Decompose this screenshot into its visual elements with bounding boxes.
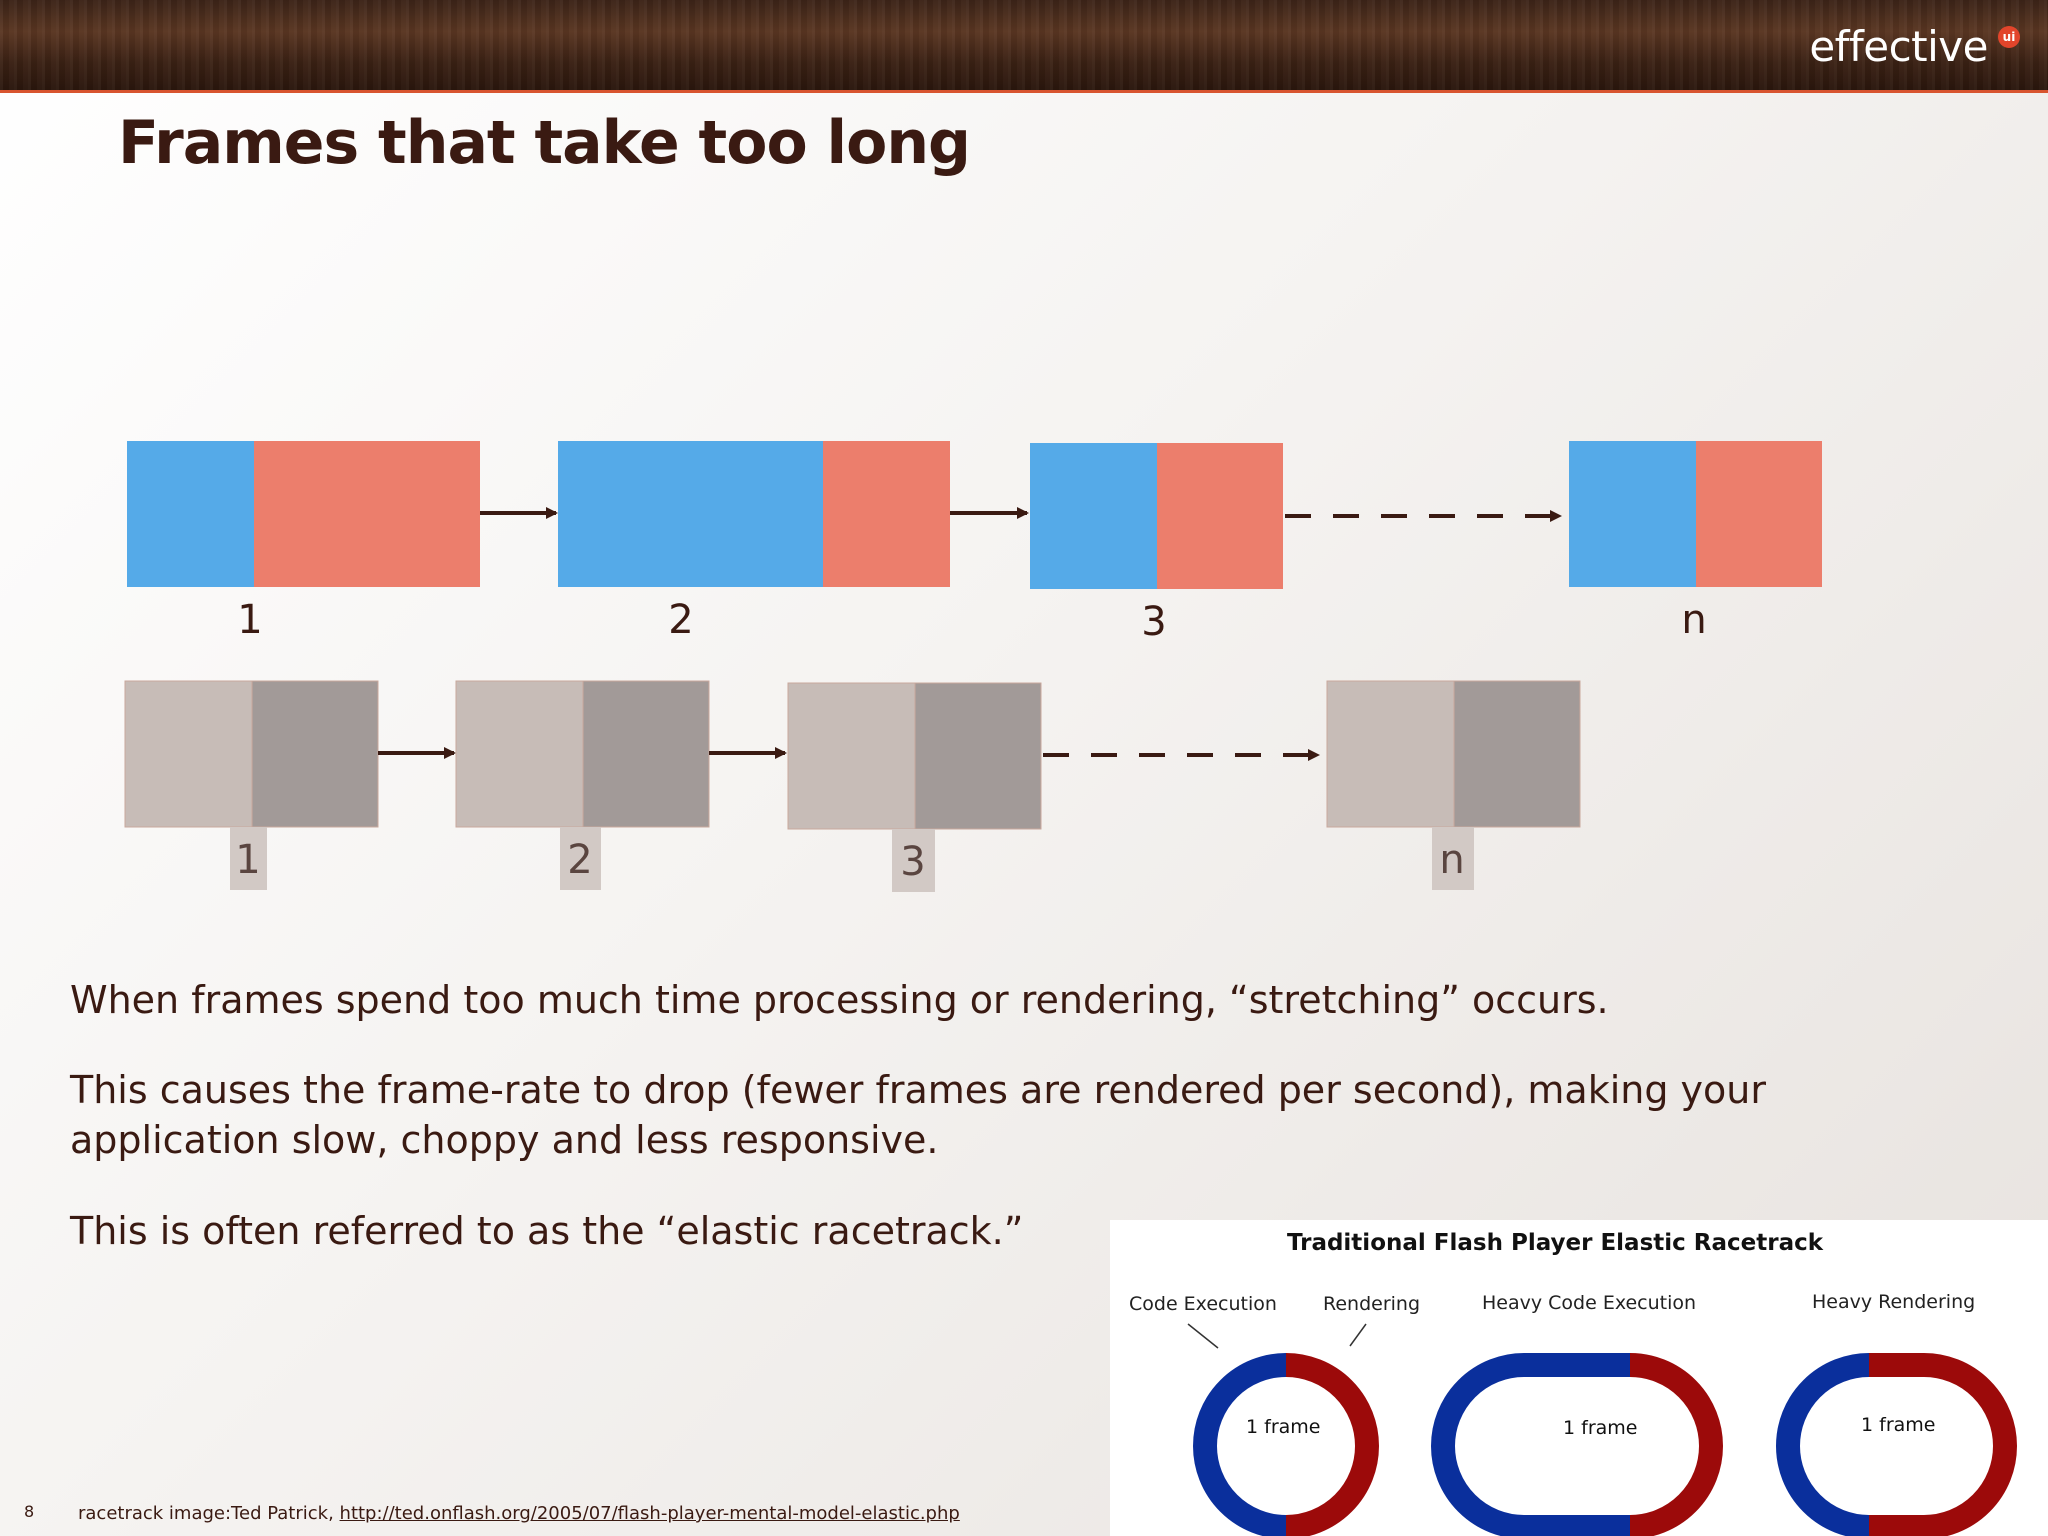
- pointer-code-line: [1187, 1323, 1219, 1349]
- frame3-code-block: [1030, 443, 1157, 589]
- track2-render-section: [1629, 1353, 1723, 1536]
- ideal-label-3-bg: [892, 829, 935, 892]
- track1-frame-label: 1 frame: [1246, 1416, 1321, 1438]
- ideal-frame3-render-block: [914, 682, 1042, 830]
- ideal-frame1-render-block: [251, 680, 379, 828]
- racetrack-image: Traditional Flash Player Elastic Racetra…: [1110, 1220, 2048, 1536]
- top-label-1: 1: [237, 597, 262, 643]
- ideal-label-2-bg: [560, 827, 601, 890]
- racetrack-drawing: [1187, 1323, 2017, 1536]
- ideal-label-1-bg: [230, 827, 267, 890]
- track3-frame-label: 1 frame: [1861, 1414, 1936, 1436]
- label-rendering: Rendering: [1323, 1293, 1421, 1315]
- label-heavy-code-execution: Heavy Code Execution: [1482, 1292, 1697, 1314]
- racetrack-title: Traditional Flash Player Elastic Racetra…: [1286, 1230, 1824, 1256]
- slide-title: Frames that take too long: [118, 108, 971, 178]
- track1-code-half: [1193, 1353, 1287, 1536]
- bottom-label-3: 3: [900, 839, 925, 885]
- top-label-3: 3: [1141, 599, 1166, 645]
- track1-render-half: [1285, 1353, 1379, 1536]
- bottom-label-2: 2: [567, 837, 592, 883]
- track3-render-section: [1869, 1353, 2017, 1536]
- frame1-render-block: [254, 441, 480, 587]
- ideal-frame2-code-block: [455, 680, 584, 828]
- framen-render-block: [1696, 441, 1822, 587]
- bottom-label-1: 1: [235, 837, 260, 883]
- top-label-n: n: [1681, 597, 1706, 643]
- slide-number: 8: [24, 1502, 35, 1521]
- frame3-render-block: [1157, 443, 1283, 589]
- header-bar: effective ui: [0, 0, 2048, 93]
- framen-code-block: [1569, 441, 1696, 587]
- label-code-execution: Code Execution: [1129, 1293, 1277, 1315]
- brand-badge-icon: ui: [1998, 26, 2020, 48]
- track2-code-section: [1431, 1353, 1630, 1536]
- track2-frame-label: 1 frame: [1563, 1417, 1638, 1439]
- paragraph-frame-rate: This causes the frame-rate to drop (fewe…: [70, 1068, 1766, 1162]
- pointer-render-line: [1349, 1323, 1367, 1347]
- bottom-label-n: n: [1439, 837, 1464, 883]
- frame1-code-block: [127, 441, 254, 587]
- paragraph-elastic-racetrack: This is often referred to as the “elasti…: [70, 1209, 1024, 1253]
- ideal-frame2-render-block: [582, 680, 710, 828]
- ideal-label-n-bg: [1432, 827, 1474, 890]
- ideal-framen-code-block: [1326, 680, 1455, 828]
- top-label-2: 2: [668, 597, 693, 643]
- frame2-code-block: [558, 441, 823, 587]
- ideal-frame1-code-block: [124, 680, 253, 828]
- image-credit: racetrack image:Ted Patrick, http://ted.…: [78, 1503, 960, 1524]
- ideal-framen-render-block: [1453, 680, 1581, 828]
- label-heavy-rendering: Heavy Rendering: [1812, 1291, 1976, 1313]
- ideal-frame3-code-block: [787, 682, 916, 830]
- credit-text: racetrack image:Ted Patrick,: [78, 1503, 334, 1524]
- paragraph-stretching: When frames spend too much time processi…: [70, 978, 1609, 1022]
- credit-link[interactable]: http://ted.onflash.org/2005/07/flash-pla…: [339, 1503, 960, 1524]
- brand-logo: effective: [1809, 22, 1988, 71]
- frame2-render-block: [823, 441, 950, 587]
- track3-code-section: [1776, 1353, 1870, 1536]
